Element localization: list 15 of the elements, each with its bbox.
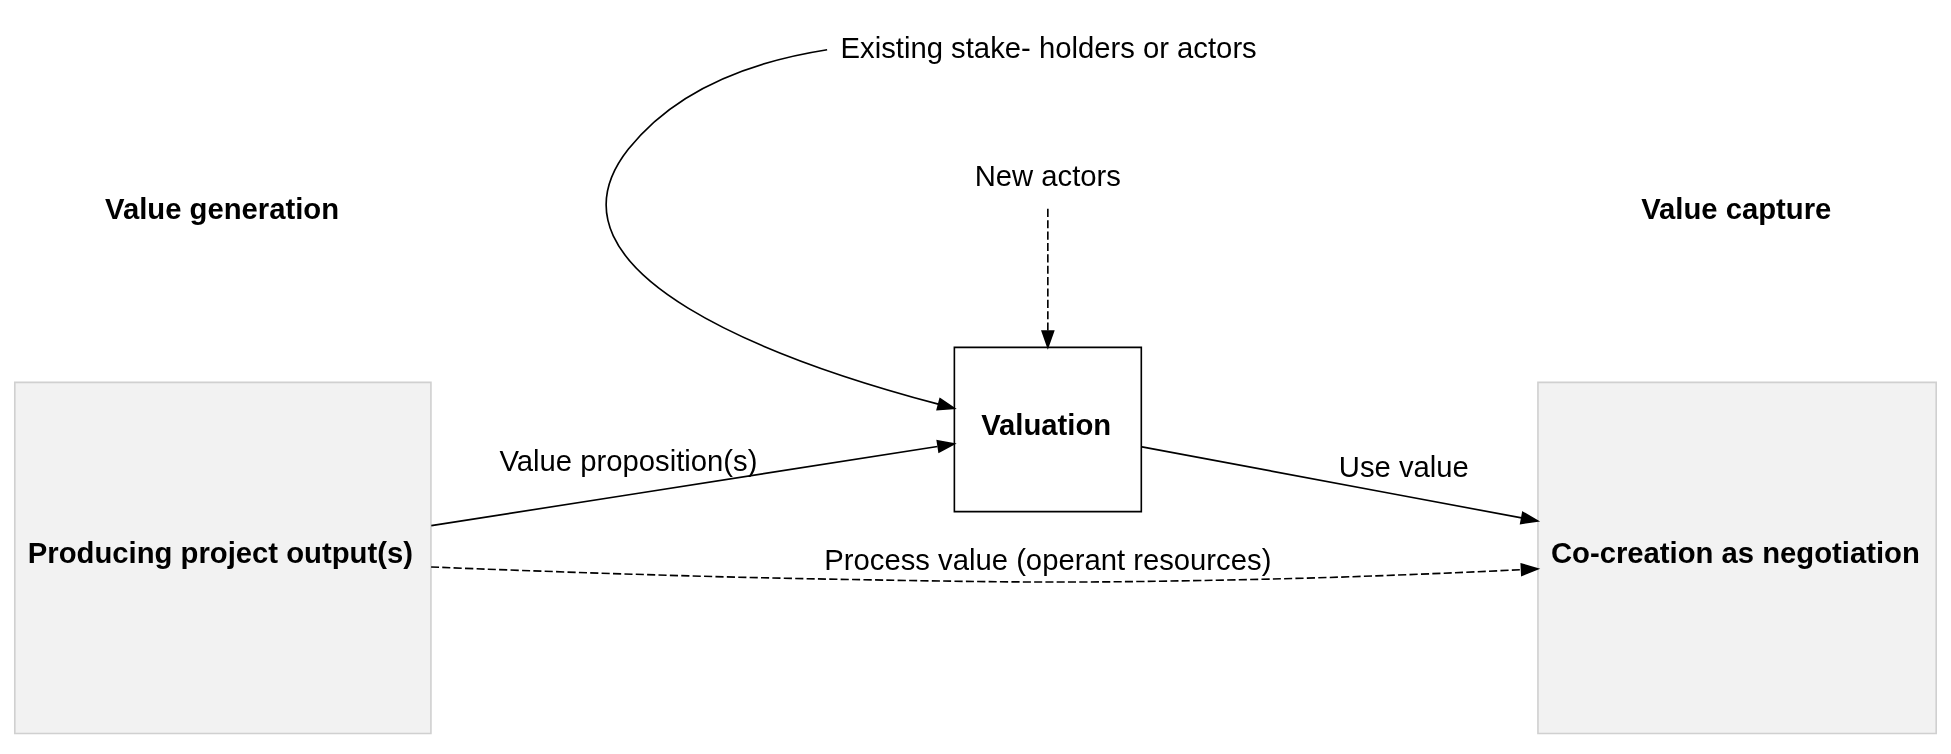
node-box: Co-creation as negotiation: [1537, 381, 1938, 734]
edge-label: Use value: [1338, 450, 1469, 483]
node-text: New actors: [974, 159, 1121, 192]
arrow: [1141, 445, 1541, 524]
arrow: [605, 48, 957, 411]
arrow: [1041, 207, 1055, 350]
node-box: Producing project output(s): [13, 381, 432, 734]
edge-label: Value proposition(s): [499, 444, 758, 477]
node-text: Existing stake- holders or actors: [840, 31, 1257, 64]
node-box: Valuation: [953, 346, 1143, 512]
label: Value generation: [105, 192, 340, 225]
edge-label: Process value (operant resources): [824, 543, 1272, 576]
label: Value capture: [1641, 192, 1832, 225]
arrow: [430, 562, 1541, 583]
arrow: [430, 439, 957, 526]
